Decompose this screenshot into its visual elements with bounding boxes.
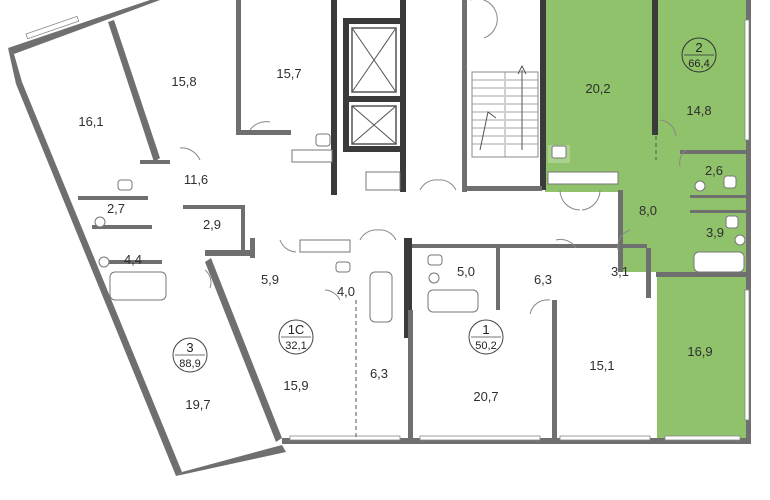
kitchen-counter [291, 149, 619, 253]
staircase-icon [471, 64, 539, 158]
apartment-number: 3 [186, 340, 193, 355]
room-area-label: 2,9 [203, 217, 221, 232]
room-area-label: 14,8 [686, 103, 711, 118]
room-area-label: 15,7 [276, 66, 301, 81]
apartment-area: 50,2 [475, 340, 496, 352]
room-area-label: 15,9 [283, 378, 308, 393]
room-area-label: 8,0 [639, 203, 657, 218]
apartment-badge-1[interactable]: 1 50,2 [468, 319, 504, 355]
apartment-badge-3[interactable]: 3 88,9 [172, 337, 208, 373]
bathtub-icon [109, 251, 745, 323]
room-area-label: 4,4 [124, 252, 142, 267]
room-area-label: 6,3 [534, 272, 552, 287]
room-area-label: 19,7 [185, 397, 210, 412]
apartment-2-highlight[interactable] [545, 0, 750, 440]
room-area-label: 3,1 [611, 264, 629, 279]
room-area-label: 2,6 [705, 163, 723, 178]
apartment-badge-2[interactable]: 2 66,4 [681, 37, 717, 73]
elevator-icon [351, 27, 397, 145]
room-area-label: 16,9 [687, 344, 712, 359]
apartment-area: 32,1 [285, 340, 306, 352]
room-area-label: 16,1 [78, 114, 103, 129]
room-area-label: 4,0 [337, 284, 355, 299]
room-area-label: 5,9 [261, 272, 279, 287]
apartment-number: 1 [482, 322, 489, 337]
outer-walls [8, 0, 751, 476]
room-area-label: 6,3 [370, 366, 388, 381]
room-area-label: 20,7 [473, 389, 498, 404]
room-area-label: 15,8 [171, 74, 196, 89]
room-area-label: 11,6 [184, 172, 208, 187]
apartment-number: 2 [695, 40, 702, 55]
sink-icon [117, 133, 739, 273]
apartment-badge-1c[interactable]: 1С 32,1 [278, 319, 314, 355]
apartment-area: 88,9 [179, 358, 200, 370]
room-area-label: 5,0 [457, 264, 475, 279]
room-area-label: 2,7 [107, 201, 125, 216]
apartment-number: 1С [288, 322, 305, 337]
apartment-area: 66,4 [688, 58, 709, 70]
zone-divider [355, 136, 657, 438]
door-icon [179, 0, 687, 315]
room-area-label: 3,9 [706, 225, 724, 240]
room-area-label: 20,2 [585, 81, 610, 96]
room-area-label: 15,1 [589, 358, 614, 373]
toilet-icon [94, 180, 746, 284]
room-labels: 16,1 15,8 15,7 11,6 2,7 2,9 4,4 19,7 5,9… [78, 66, 724, 412]
window-icon [25, 15, 750, 441]
